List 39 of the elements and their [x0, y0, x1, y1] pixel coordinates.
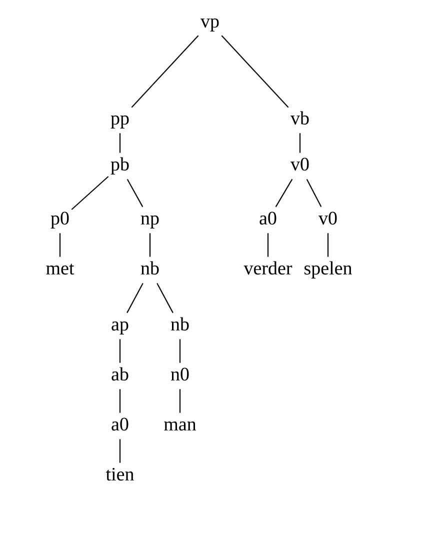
tree-branch: [119, 133, 121, 153]
tree-label: ab: [112, 367, 128, 381]
tree-branch: [126, 178, 144, 208]
tree-label: v0: [318, 212, 337, 225]
tree-label: nb: [140, 261, 159, 275]
tree-branch: [149, 233, 151, 257]
tree-label: pp: [110, 115, 129, 128]
tree-branch: [179, 339, 181, 363]
tree-branch: [221, 35, 289, 108]
tree-label: nb: [170, 317, 189, 331]
tree-label: spelen: [304, 261, 352, 278]
tree-label: vp: [200, 18, 219, 32]
tree-label: p0: [50, 212, 69, 228]
tree-branch: [306, 178, 322, 208]
tree-branch: [119, 439, 121, 463]
tree-label: n0: [170, 368, 189, 381]
tree-branch: [71, 176, 109, 210]
tree-branch: [275, 178, 293, 208]
tree-branch: [299, 133, 301, 153]
tree-branch: [267, 233, 269, 257]
tree-label: man: [164, 421, 196, 431]
tree-label: vb: [290, 111, 309, 125]
tree-label: ap: [112, 321, 128, 334]
tree-branch: [126, 282, 144, 314]
tree-label: v0: [290, 158, 309, 171]
tree-label: verder: [244, 261, 292, 275]
tree-branch: [119, 339, 121, 363]
tree-label: a0: [112, 418, 128, 431]
tree-branch: [156, 282, 174, 314]
tree-label: a0: [260, 212, 276, 225]
tree-label: np: [140, 215, 159, 228]
tree-branch: [179, 389, 181, 413]
tree-branch: [131, 35, 199, 108]
tree-branch: [327, 233, 329, 257]
tree-label: tien: [106, 468, 134, 481]
tree-branch: [59, 233, 61, 257]
tree-label: met: [46, 264, 74, 275]
tree-label: pb: [110, 157, 129, 174]
tree-branch: [119, 389, 121, 413]
